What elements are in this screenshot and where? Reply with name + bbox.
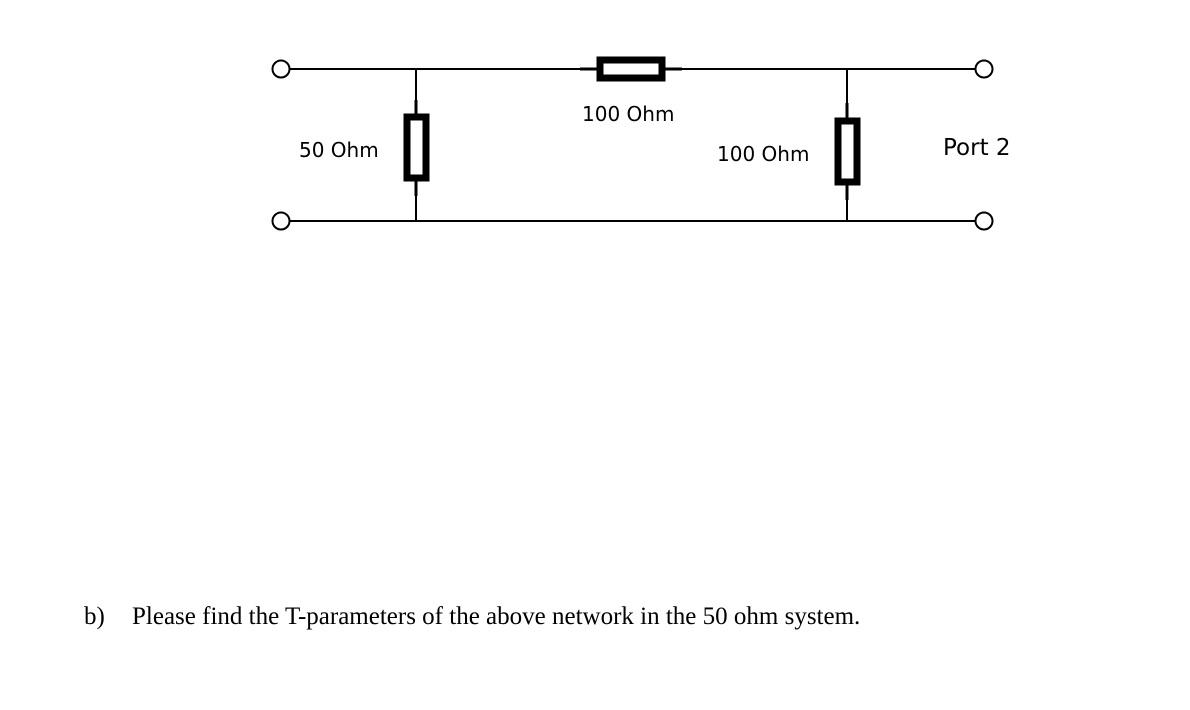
series-resistor-label: 100 Ohm xyxy=(582,102,674,126)
series-resistor xyxy=(580,56,682,82)
question-text: b) Please find the T-parameters of the ab… xyxy=(84,603,860,631)
port1-top-terminal xyxy=(271,59,291,79)
port2-bottom-terminal xyxy=(974,211,994,231)
port1-bottom-terminal xyxy=(271,211,291,231)
shunt-left-label: 50 Ohm xyxy=(299,138,379,162)
port2-top-terminal xyxy=(974,59,994,79)
port2-label: Port 2 xyxy=(943,135,1011,161)
question-body: Please find the T-parameters of the abov… xyxy=(132,603,861,630)
question-marker: b) xyxy=(84,603,105,630)
shunt-resistor-left xyxy=(403,69,430,221)
shunt-resistor-right xyxy=(834,69,861,221)
shunt-right-label: 100 Ohm xyxy=(717,142,809,166)
